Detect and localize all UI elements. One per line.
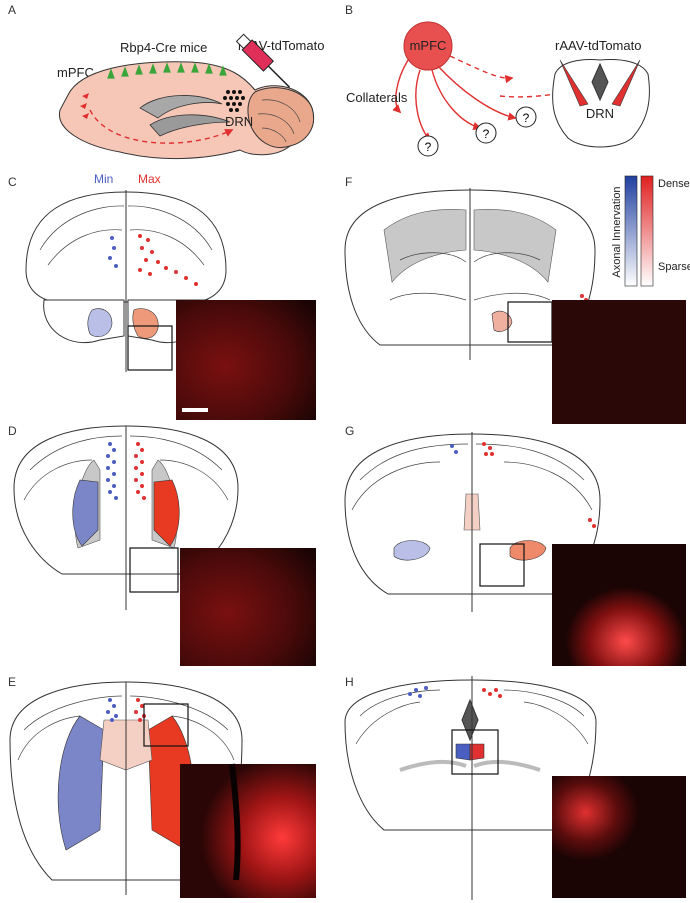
panel-letter-d: D [8,424,17,438]
aqueduct-shape [591,62,609,102]
injection-track-right [611,59,641,107]
panel-a-mpfc-label: mPFC [57,65,94,80]
injection-track-left [559,59,589,107]
region-d-min [72,479,99,547]
unknown-target-nodes: ? ? ? [417,106,537,157]
micrograph-f [552,300,686,424]
panel-b-source-label: mPFC [410,38,447,53]
micrograph-c [176,300,316,420]
panel-b: B mPFC rAAV-tdTomato Collaterals ? ? ? D… [345,3,650,157]
region-h-max [469,743,485,761]
cerebellum-folia [257,99,301,143]
b-collateral-1 [415,69,432,142]
panel-c: C Min Max [8,172,316,420]
fiber-tracts-h [399,759,541,772]
panel-a-drn-label: DRN [225,114,253,129]
panel-letter-b: B [345,3,353,17]
region-f-max [491,310,513,332]
dots-e-max [134,698,146,722]
micrograph-d [180,548,316,666]
hippocampus-f-left [383,209,467,283]
panel-g: G [344,424,686,666]
legend-axis-label: Axonal Innervation [611,186,623,277]
dots-h-min [408,686,428,698]
region-g-max [509,540,547,561]
micrograph-g [552,544,686,666]
legend-sparse: Sparse [658,261,690,273]
region-d-max [153,479,180,547]
panel-letter-h: H [345,675,354,689]
max-label: Max [138,172,161,186]
min-label: Min [94,172,113,186]
b-arrow-dashed-1 [449,55,514,84]
scale-bar [182,408,208,412]
unknown-target-1: ? [425,140,432,154]
panel-a: A Rbp4-Cre mice mPFC rAAV-tdTomato DRN [8,3,324,160]
b-collateral-3 [437,65,517,121]
section-d-layers [23,435,229,501]
cortical-neurons [107,62,227,79]
dots-c-max [138,234,198,286]
panel-letter-f: F [345,175,352,189]
region-e-min [57,715,105,851]
dots-h-max [482,688,502,698]
dots-d-max [134,442,146,500]
mpfc-neurons [80,93,89,119]
micrograph-e [180,764,316,898]
micrograph-h [552,776,686,898]
panel-letter-e: E [8,675,16,689]
b-collateral-2 [431,69,482,131]
panel-letter-c: C [8,175,17,189]
section-c-layers [39,205,213,266]
dots-c-min [108,236,118,268]
region-c-min [87,308,113,337]
legend-dense: Dense [658,178,690,190]
syringe-icon [235,33,291,88]
panel-a-title: Rbp4-Cre mice [120,40,207,55]
sagittal-cerebellum [247,87,314,148]
drn-dots [223,90,245,112]
panel-b-drn-label: DRN [586,106,614,121]
legend-bar-red [640,175,654,287]
sagittal-ventricle [149,114,231,137]
dots-g-max [482,442,596,528]
inset-box-c [127,325,173,371]
panel-f: F Dense Sparse Axonal Innervation [344,175,690,424]
section-g-layers [351,443,593,511]
unknown-target-2: ? [483,127,490,141]
hippocampus-f-right [473,209,557,283]
micrograph-e-ventricle [229,763,241,881]
drn-section [552,59,650,148]
panel-e: E [8,675,316,898]
section-h-layers [355,689,589,745]
projection-path [89,109,234,144]
region-c-max [132,308,159,339]
panel-b-virus-label: rAAV-tdTomato [555,38,641,53]
mpfc-source-node [403,21,453,71]
section-f-layers [389,252,551,301]
inset-box-g [479,543,525,587]
region-g-min [393,540,431,561]
panel-d: D [8,424,316,666]
inset-box-h [451,729,499,775]
unknown-target-3: ? [523,111,530,125]
b-collateral-4 [392,59,409,114]
panel-letter-a: A [8,3,16,17]
inset-box-d [129,547,179,593]
section-e-layers [17,695,235,761]
inset-box-e [143,703,189,747]
panel-h: H [344,675,686,900]
panel-b-collaterals-label: Collaterals [346,90,408,105]
dots-e-min [106,698,118,722]
panel-letter-g: G [345,424,354,438]
dots-g-min [450,444,458,454]
region-h-min [455,743,471,761]
legend-bar-blue [624,175,638,287]
dots-d-min [106,442,118,500]
sagittal-hippocampus [139,95,223,119]
